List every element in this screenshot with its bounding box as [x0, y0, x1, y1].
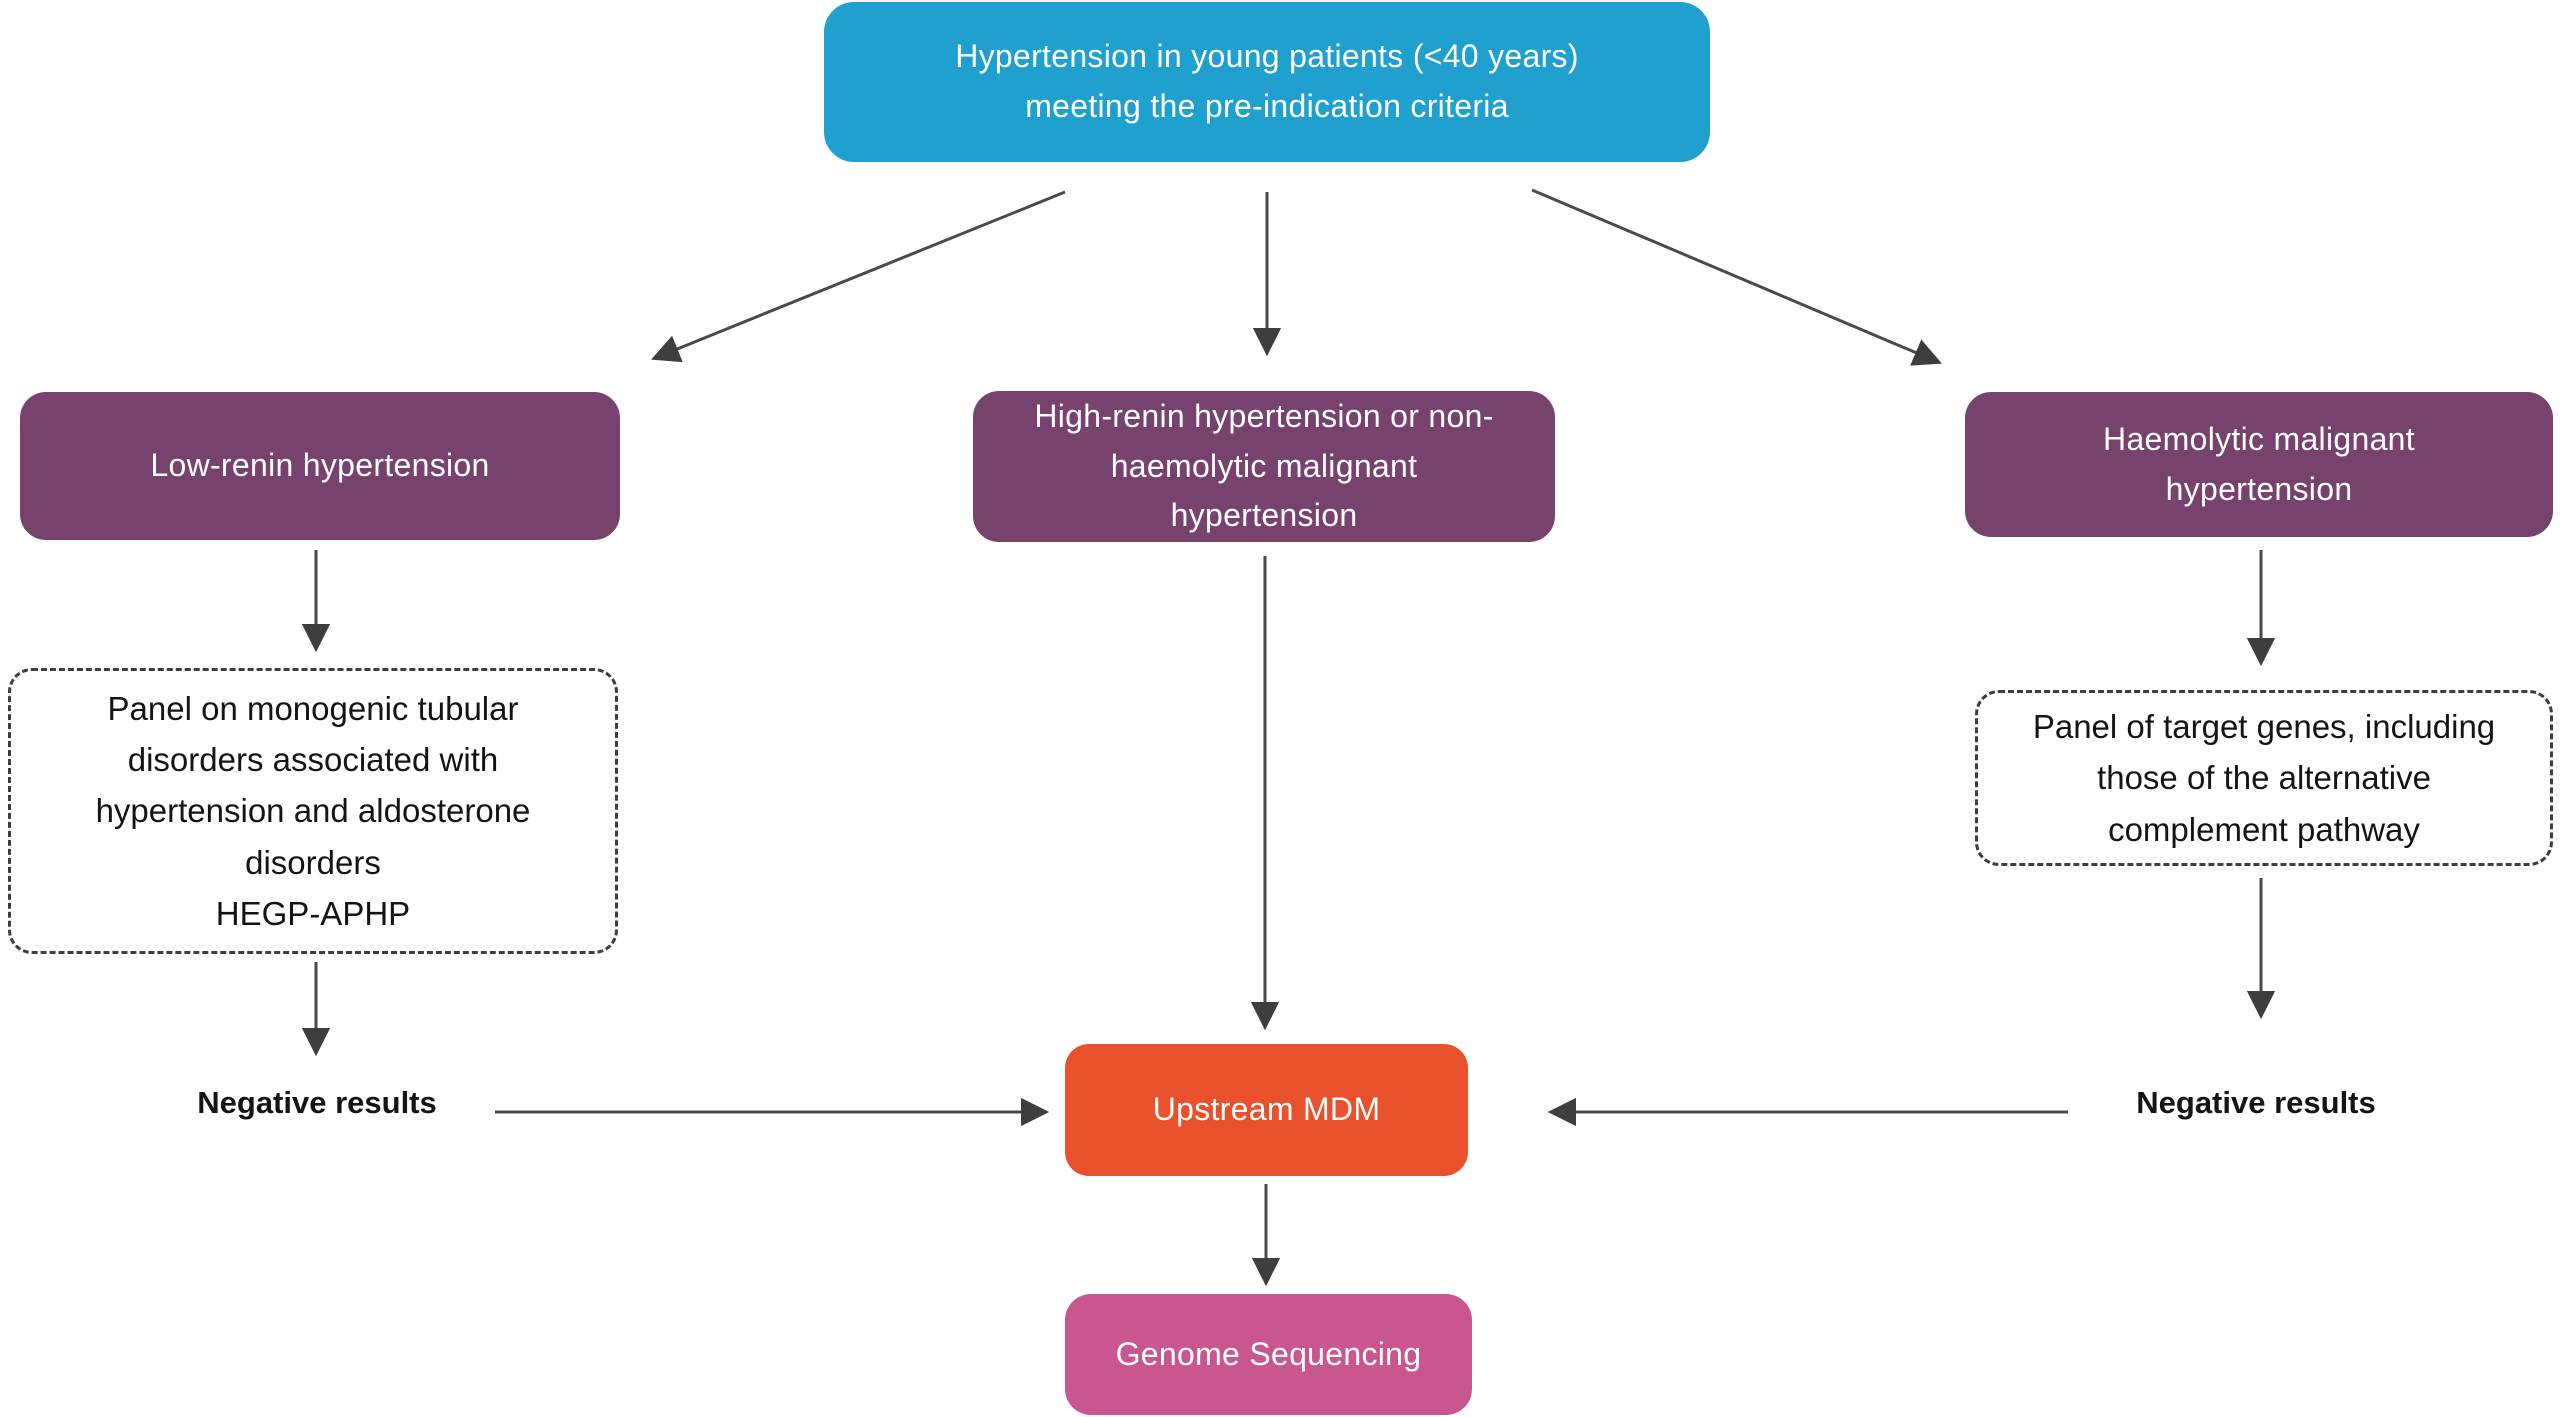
- arrow-start-to-branch-right: [1531, 188, 1942, 366]
- negative-results-left-label: Negative results: [197, 1085, 437, 1120]
- negative-results-right-label: Negative results: [2136, 1085, 2376, 1120]
- panel-monogenic-node: Panel on monogenic tubular disorders ass…: [8, 668, 618, 954]
- start-node-label: Hypertension in young patients (<40 year…: [955, 38, 1579, 124]
- branch-haemolytic-node: Haemolytic malignant hypertension: [1965, 392, 2553, 537]
- genome-sequencing-node: Genome Sequencing: [1065, 1294, 1472, 1415]
- upstream-mdm-label: Upstream MDM: [1152, 1091, 1381, 1128]
- panel-target-genes-label: Panel of target genes, including those o…: [2032, 708, 2496, 848]
- upstream-mdm-node: Upstream MDM: [1065, 1044, 1468, 1176]
- branch-haemolytic-label: Haemolytic malignant hypertension: [2103, 420, 2415, 507]
- branch-low-renin-label: Low-renin hypertension: [150, 447, 490, 484]
- branch-low-renin-node: Low-renin hypertension: [20, 392, 620, 540]
- panel-monogenic-label: Panel on monogenic tubular disorders ass…: [95, 690, 531, 932]
- start-node: Hypertension in young patients (<40 year…: [824, 2, 1710, 162]
- branch-high-renin-label: High-renin hypertension or non- haemolyt…: [1034, 398, 1494, 534]
- genome-sequencing-label: Genome Sequencing: [1115, 1335, 1422, 1372]
- branch-high-renin-node: High-renin hypertension or non- haemolyt…: [973, 391, 1555, 542]
- panel-target-genes-node: Panel of target genes, including those o…: [1975, 690, 2553, 866]
- arrow-start-to-branch-left: [651, 190, 1066, 363]
